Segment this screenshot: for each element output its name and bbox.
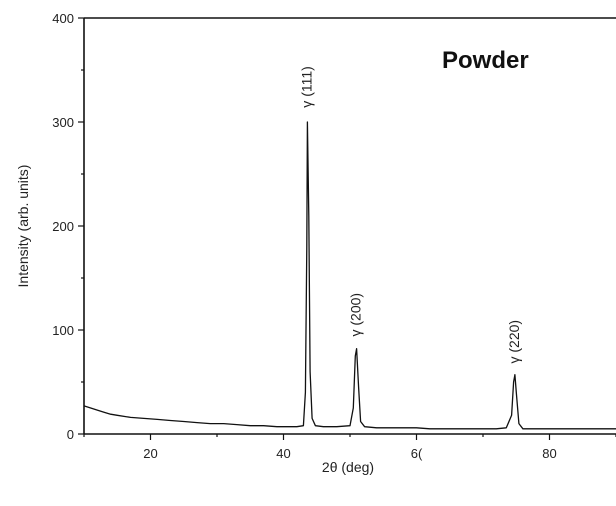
- y-tick-label: 100: [52, 323, 74, 338]
- peak-label: γ (220): [506, 320, 522, 364]
- x-tick-label: 6(: [411, 446, 423, 461]
- x-tick-label: 20: [143, 446, 157, 461]
- y-tick-label: 0: [67, 427, 74, 442]
- peak-label: γ (200): [348, 293, 364, 337]
- plot-area: 0 100 200 300 400 20 40 6( 80 γ (111) γ (200) γ (22…: [52, 11, 616, 461]
- peak-label: γ (111): [298, 66, 314, 108]
- y-tick-label: 300: [52, 115, 74, 130]
- y-tick-label: 400: [52, 11, 74, 26]
- y-tick-label: 200: [52, 219, 74, 234]
- diffraction-pattern-line: [83, 121, 616, 430]
- chart-title: Powder: [442, 47, 529, 74]
- x-tick-label: 40: [276, 446, 290, 461]
- x-tick-label: 80: [542, 446, 556, 461]
- y-axis-title: Intensity (arb. units): [15, 165, 31, 288]
- x-axis-title: 2θ (deg): [322, 459, 374, 475]
